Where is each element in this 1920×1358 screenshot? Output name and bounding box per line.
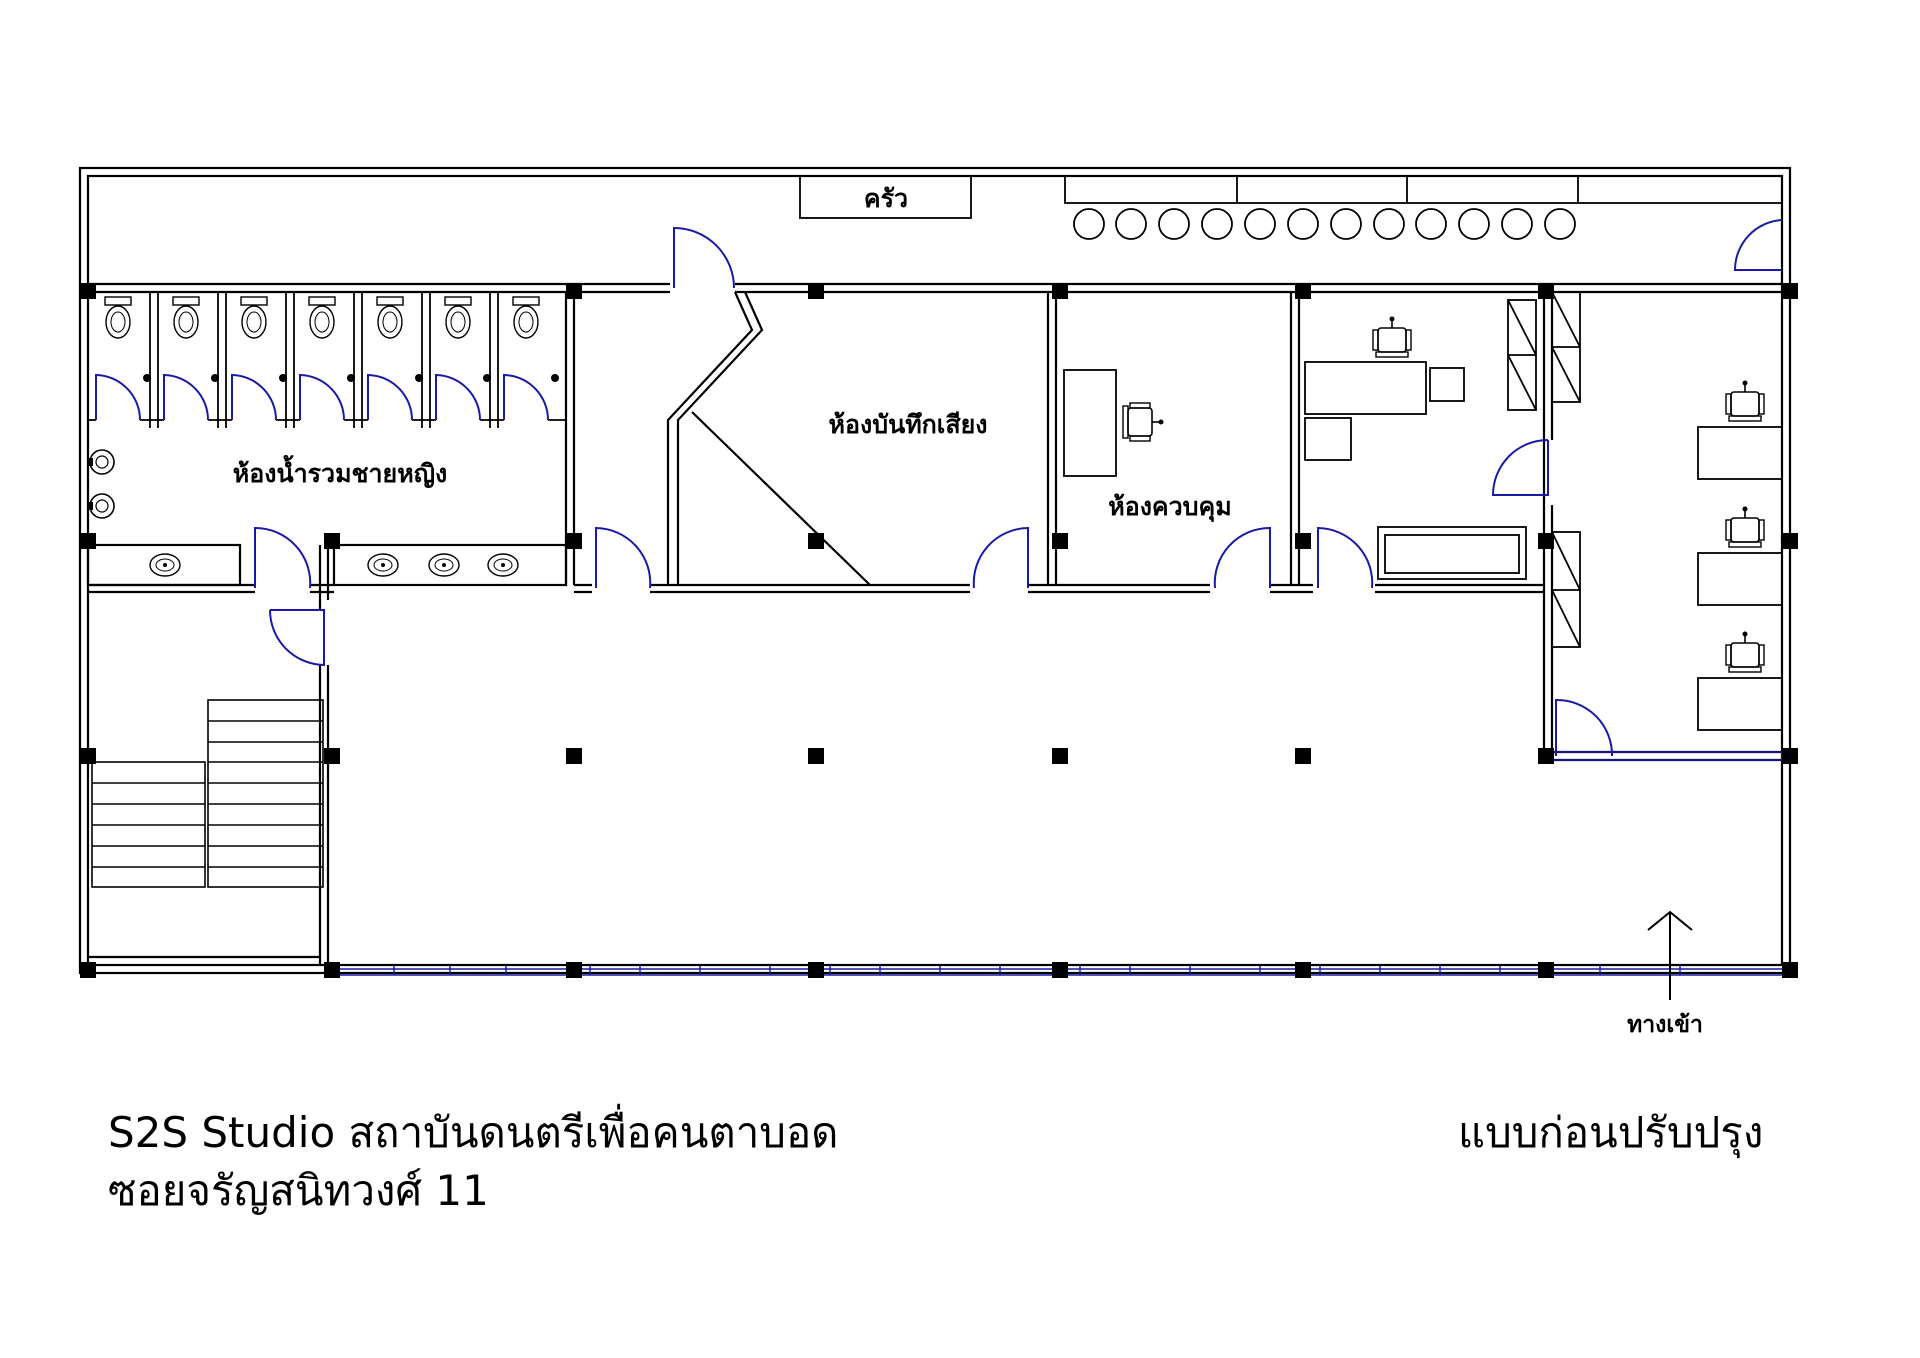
outer-walls — [78, 166, 1792, 975]
stall-latches — [143, 374, 559, 382]
staircase — [91, 699, 324, 888]
toilets — [104, 296, 540, 339]
kitchen-stools — [1073, 208, 1576, 240]
desk-chair-1 — [1725, 379, 1765, 422]
control-chair — [1122, 402, 1165, 442]
title-line-2: ซอยจรัญสนิทวงศ์ 11 — [108, 1166, 489, 1215]
restroom-label: ห้องน้ำรวมชายหญิง — [233, 454, 447, 488]
toilet-stalls — [88, 292, 566, 428]
kitchen-label: ครัว — [864, 184, 908, 213]
entrance-arrow-icon — [1647, 910, 1693, 1000]
desk-chair-2 — [1725, 505, 1765, 548]
control-room-label: ห้องควบคุม — [1108, 492, 1232, 523]
desk-chair-3 — [1725, 630, 1765, 673]
recording-room-label: ห้องบันทึกเสียง — [829, 410, 988, 439]
urinals — [87, 449, 115, 519]
office-chair — [1372, 315, 1412, 358]
control-desk — [1063, 369, 1117, 477]
plan-status: แบบก่อนปรับปรุง — [1458, 1108, 1764, 1157]
office-furniture — [1304, 291, 1581, 648]
doors — [254, 219, 1783, 761]
corridor-wall — [88, 282, 1782, 294]
columns — [80, 283, 1798, 978]
kitchen-counter — [799, 175, 1783, 219]
title-line-1: S2S Studio สถาบันดนตรีเพื่อคนตาบอด — [108, 1108, 839, 1157]
right-office-desks — [1697, 426, 1783, 731]
entrance-label: ทางเข้า — [1627, 1012, 1703, 1038]
stall-doors — [95, 373, 549, 421]
